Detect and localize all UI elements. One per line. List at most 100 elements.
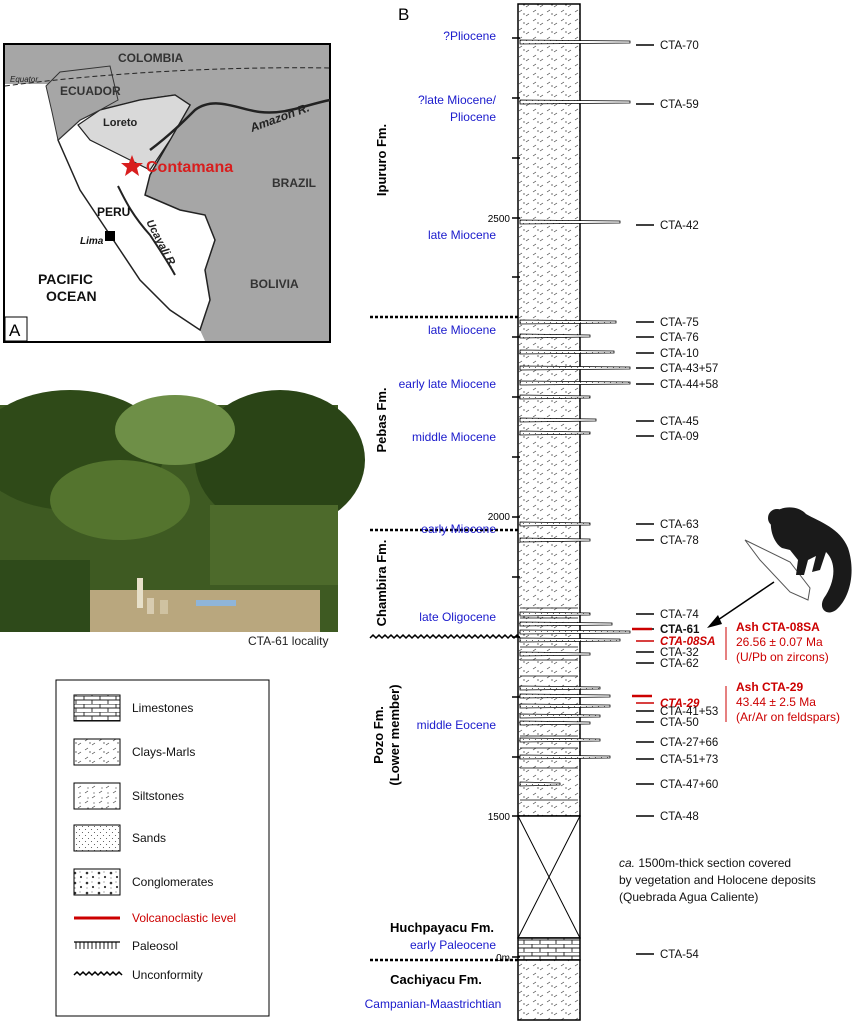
legend-item: Sands xyxy=(73,824,166,852)
legend-item: Unconformity xyxy=(73,968,203,982)
sample-cta-75: CTA-75 xyxy=(636,317,699,329)
primate-head xyxy=(768,509,786,527)
sample-label: CTA-47+60 xyxy=(660,779,718,791)
formation-pozo-member: (Lower member) xyxy=(387,684,402,785)
stratigraphic-panel: B 2500 2000 1500 0m xyxy=(365,3,852,1021)
photo-stream xyxy=(70,590,320,632)
sample-cta-47+60: CTA-47+60 xyxy=(636,779,718,791)
sample-cta-76: CTA-76 xyxy=(636,332,699,344)
lima-square-icon xyxy=(105,231,115,241)
sample-cta-10: CTA-10 xyxy=(636,348,699,360)
sample-label: CTA-32 xyxy=(660,647,699,659)
sample-label: CTA-74 xyxy=(660,609,699,621)
sample-cta-27+66: CTA-27+66 xyxy=(636,737,718,749)
column-base xyxy=(517,959,581,1021)
age-label: Pliocene xyxy=(450,110,496,124)
sand-lens xyxy=(519,781,561,787)
legend: LimestonesClays-MarlsSiltstonesSandsCong… xyxy=(55,679,270,1017)
sample-cta-29: CTA-29 xyxy=(636,698,700,710)
photo-foliage-right xyxy=(195,390,365,530)
ecuador-shape xyxy=(45,65,119,141)
sand-lens xyxy=(519,349,615,355)
age-label: early late Miocene xyxy=(399,377,497,391)
sample-label: CTA-70 xyxy=(660,40,699,52)
gap-note-line1: ca. 1500m-thick section covered xyxy=(619,856,791,870)
label-brazil: BRAZIL xyxy=(272,176,316,190)
sand-lens xyxy=(519,417,597,423)
age-label: late Miocene xyxy=(428,228,496,242)
legend-swatch-silt xyxy=(73,782,121,810)
sand-lens xyxy=(519,39,631,45)
amazon-river xyxy=(149,98,331,151)
sample-label: CTA-29 xyxy=(660,698,700,710)
age-label: Campanian-Maastrichtian xyxy=(365,997,502,1011)
legend-swatch-sand xyxy=(73,824,121,852)
legend-label: Siltstones xyxy=(132,789,184,803)
label-peru: PERU xyxy=(97,205,130,219)
depth-label-2500: 2500 xyxy=(488,214,511,225)
sample-cta-50: CTA-50 xyxy=(636,717,699,729)
age-labels: ?Pliocene ?late Miocene/ Pliocene late M… xyxy=(365,29,502,1011)
sand-lens xyxy=(519,637,621,643)
ash-08sa-age: 26.56 ± 0.07 Ma xyxy=(736,635,823,649)
equator-line xyxy=(4,67,331,87)
sand-lens xyxy=(519,537,591,543)
sand-lens xyxy=(519,394,591,400)
sample-label: CTA-09 xyxy=(660,431,699,443)
sample-cta-42: CTA-42 xyxy=(636,220,699,232)
sample-label: CTA-62 xyxy=(660,658,699,670)
photo-canopy-center xyxy=(115,395,235,465)
sample-label: CTA-61 xyxy=(660,624,700,636)
sand-lens xyxy=(519,621,613,627)
panel-a-letter-box xyxy=(4,316,28,342)
sand-lens xyxy=(519,629,631,635)
sample-label: CTA-59 xyxy=(660,99,699,111)
unconformity-line xyxy=(369,633,521,640)
gap-note-line1-rest: 1500m-thick section covered xyxy=(635,856,791,870)
depth-axis: 2500 2000 1500 0m xyxy=(488,37,520,964)
sand-lens xyxy=(519,380,631,386)
sample-cta-70: CTA-70 xyxy=(636,40,699,52)
age-label: middle Eocene xyxy=(417,718,497,732)
sample-label: CTA-41+53 xyxy=(660,706,718,718)
sand-lens xyxy=(519,754,611,760)
gap-note-line2: by vegetation and Holocene deposits xyxy=(619,873,816,887)
panel-b-letter: B xyxy=(398,5,409,24)
column-limestone xyxy=(517,937,581,961)
photo-bank-right xyxy=(210,505,338,585)
depth-label-1500: 1500 xyxy=(488,812,511,823)
sample-cta-08sa: CTA-08SA xyxy=(636,636,715,648)
legend-label: Sands xyxy=(132,831,166,845)
ash-08sa-method: (U/Pb on zircons) xyxy=(736,650,829,664)
map-panel: COLOMBIA ECUADOR Equator Loreto Contaman… xyxy=(3,43,331,343)
legend-items: LimestonesClays-MarlsSiltstonesSandsCong… xyxy=(73,694,236,982)
sample-cta-62: CTA-62 xyxy=(636,658,699,670)
sample-cta-32: CTA-32 xyxy=(636,647,699,659)
sand-lens xyxy=(519,430,591,436)
primate-silhouette xyxy=(770,507,852,613)
age-label: late Miocene xyxy=(428,323,496,337)
pacific-ocean xyxy=(5,84,205,341)
sample-cta-54: CTA-54 xyxy=(636,949,699,961)
photo-caption: CTA-61 locality xyxy=(248,634,329,648)
legend-label: Paleosol xyxy=(132,939,178,953)
primate-illustration xyxy=(707,507,852,628)
sample-label: CTA-54 xyxy=(660,949,699,961)
sample-labels: CTA-70CTA-59CTA-42CTA-75CTA-76CTA-10CTA-… xyxy=(636,40,718,961)
sand-lens xyxy=(519,319,617,325)
formation-pozo: Pozo Fm. xyxy=(371,706,386,764)
sample-cta-41+53: CTA-41+53 xyxy=(636,706,718,718)
sample-cta-59: CTA-59 xyxy=(636,99,699,111)
sample-cta-74: CTA-74 xyxy=(636,609,699,621)
sample-label: CTA-48 xyxy=(660,811,699,823)
sample-cta-48: CTA-48 xyxy=(636,811,699,823)
legend-swatch-conglomerate xyxy=(73,868,121,896)
ash-08sa-title: Ash CTA-08SA xyxy=(736,620,820,634)
primate-jaw-fossil xyxy=(744,539,811,601)
label-loreto: Loreto xyxy=(103,117,138,129)
photo-person-2 xyxy=(147,598,154,614)
sand-lens xyxy=(519,651,591,657)
formation-pebas: Pebas Fm. xyxy=(374,387,389,452)
sand-lens xyxy=(519,521,591,527)
